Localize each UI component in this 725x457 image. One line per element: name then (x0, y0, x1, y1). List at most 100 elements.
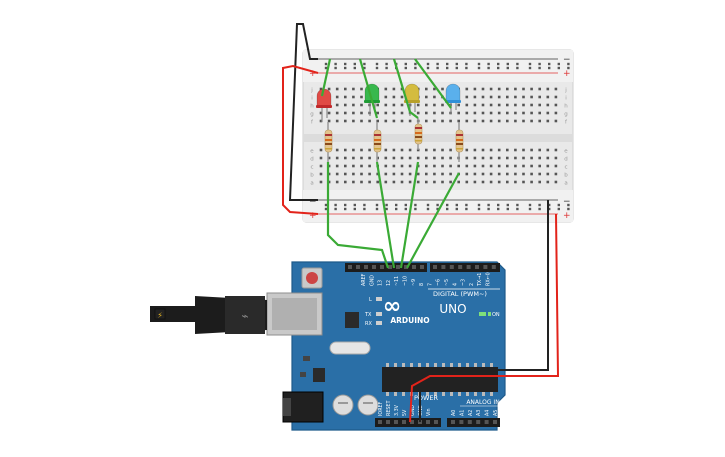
rail-hole[interactable] (446, 66, 449, 70)
header-pin-hole[interactable] (459, 420, 464, 424)
breadboard-hole[interactable] (497, 180, 501, 184)
rail-hole[interactable] (404, 203, 407, 207)
breadboard-hole[interactable] (433, 156, 436, 160)
breadboard-hole[interactable] (392, 172, 396, 176)
breadboard-hole[interactable] (506, 164, 509, 168)
breadboard-hole[interactable] (514, 180, 517, 184)
breadboard-hole[interactable] (425, 103, 428, 107)
breadboard-hole[interactable] (335, 164, 339, 168)
rail-hole[interactable] (385, 62, 388, 66)
breadboard-hole[interactable] (465, 111, 469, 115)
breadboard-hole[interactable] (506, 172, 509, 176)
breadboard-hole[interactable] (489, 87, 493, 91)
rail-hole[interactable] (506, 203, 509, 207)
breadboard-hole[interactable] (489, 95, 493, 99)
rail-hole[interactable] (548, 207, 551, 211)
breadboard-hole[interactable] (506, 87, 509, 91)
rail-hole[interactable] (324, 203, 328, 207)
rail-hole[interactable] (548, 62, 551, 66)
rail-hole[interactable] (404, 66, 407, 70)
breadboard-hole[interactable] (514, 148, 517, 152)
breadboard-hole[interactable] (481, 180, 485, 184)
breadboard-hole[interactable] (554, 156, 558, 160)
rail-hole[interactable] (487, 66, 490, 70)
breadboard-hole[interactable] (344, 164, 347, 168)
breadboard-hole[interactable] (457, 111, 460, 115)
rail-hole[interactable] (436, 62, 439, 66)
breadboard-hole[interactable] (546, 111, 550, 115)
header-pin-hole[interactable] (491, 265, 496, 269)
breadboard-hole[interactable] (522, 180, 525, 184)
breadboard-hole[interactable] (344, 172, 347, 176)
breadboard-hole[interactable] (449, 180, 452, 184)
rail-hole[interactable] (385, 207, 388, 211)
breadboard-hole[interactable] (554, 103, 558, 107)
wire-pin12-green-led[interactable] (375, 161, 396, 269)
rail-hole[interactable] (455, 203, 458, 207)
header-pin-hole[interactable] (388, 265, 392, 269)
rail-hole[interactable] (363, 62, 366, 66)
breadboard-hole[interactable] (554, 87, 558, 91)
breadboard-hole[interactable] (425, 111, 428, 115)
breadboard-hole[interactable] (368, 180, 371, 184)
breadboard-hole[interactable] (376, 119, 379, 123)
breadboard-hole[interactable] (538, 111, 541, 115)
rail-hole[interactable] (455, 66, 458, 70)
wire-black-rail-jumper[interactable] (288, 23, 318, 201)
breadboard-hole[interactable] (425, 119, 428, 123)
breadboard-hole[interactable] (554, 164, 558, 168)
breadboard-hole[interactable] (514, 111, 517, 115)
rail-hole[interactable] (414, 66, 417, 70)
header-pin-hole[interactable] (449, 265, 454, 269)
breadboard-hole[interactable] (546, 87, 550, 91)
rail-hole[interactable] (487, 203, 490, 207)
breadboard-hole[interactable] (360, 95, 363, 99)
breadboard-hole[interactable] (344, 103, 347, 107)
breadboard-hole[interactable] (522, 172, 525, 176)
breadboard-hole[interactable] (497, 95, 501, 99)
breadboard-hole[interactable] (392, 156, 396, 160)
breadboard-hole[interactable] (360, 111, 363, 115)
breadboard-hole[interactable] (408, 164, 412, 168)
breadboard-hole[interactable] (433, 119, 436, 123)
breadboard-hole[interactable] (489, 119, 493, 123)
breadboard-hole[interactable] (319, 164, 323, 168)
breadboard-hole[interactable] (522, 103, 525, 107)
breadboard-hole[interactable] (416, 180, 420, 184)
breadboard-hole[interactable] (514, 103, 517, 107)
breadboard-hole[interactable] (416, 172, 420, 176)
breadboard-hole[interactable] (352, 164, 355, 168)
breadboard-hole[interactable] (465, 156, 469, 160)
header-pin-hole[interactable] (410, 420, 414, 424)
breadboard-hole[interactable] (449, 119, 452, 123)
header-pin-hole[interactable] (476, 420, 481, 424)
rail-hole[interactable] (455, 62, 458, 66)
breadboard-hole[interactable] (400, 95, 404, 99)
breadboard-hole[interactable] (408, 180, 412, 184)
breadboard-hole[interactable] (327, 111, 331, 115)
rail-hole[interactable] (363, 66, 366, 70)
breadboard-hole[interactable] (425, 87, 428, 91)
breadboard-hole[interactable] (335, 103, 339, 107)
rail-hole[interactable] (557, 66, 560, 70)
breadboard-hole[interactable] (522, 95, 525, 99)
breadboard-hole[interactable] (473, 164, 477, 168)
breadboard-hole[interactable] (335, 87, 339, 91)
breadboard-hole[interactable] (425, 164, 428, 168)
breadboard-hole[interactable] (530, 156, 533, 160)
breadboard-hole[interactable] (449, 164, 452, 168)
rail-hole[interactable] (404, 62, 407, 66)
breadboard-hole[interactable] (441, 172, 444, 176)
breadboard-hole[interactable] (473, 156, 477, 160)
breadboard-hole[interactable] (506, 103, 509, 107)
rail-hole[interactable] (465, 203, 468, 207)
breadboard-hole[interactable] (546, 172, 550, 176)
breadboard-hole[interactable] (506, 180, 509, 184)
breadboard-hole[interactable] (319, 119, 323, 123)
breadboard-hole[interactable] (368, 148, 371, 152)
breadboard-hole[interactable] (319, 148, 323, 152)
rail-hole[interactable] (528, 66, 532, 70)
header-pin-hole[interactable] (386, 420, 390, 424)
breadboard-hole[interactable] (473, 111, 477, 115)
